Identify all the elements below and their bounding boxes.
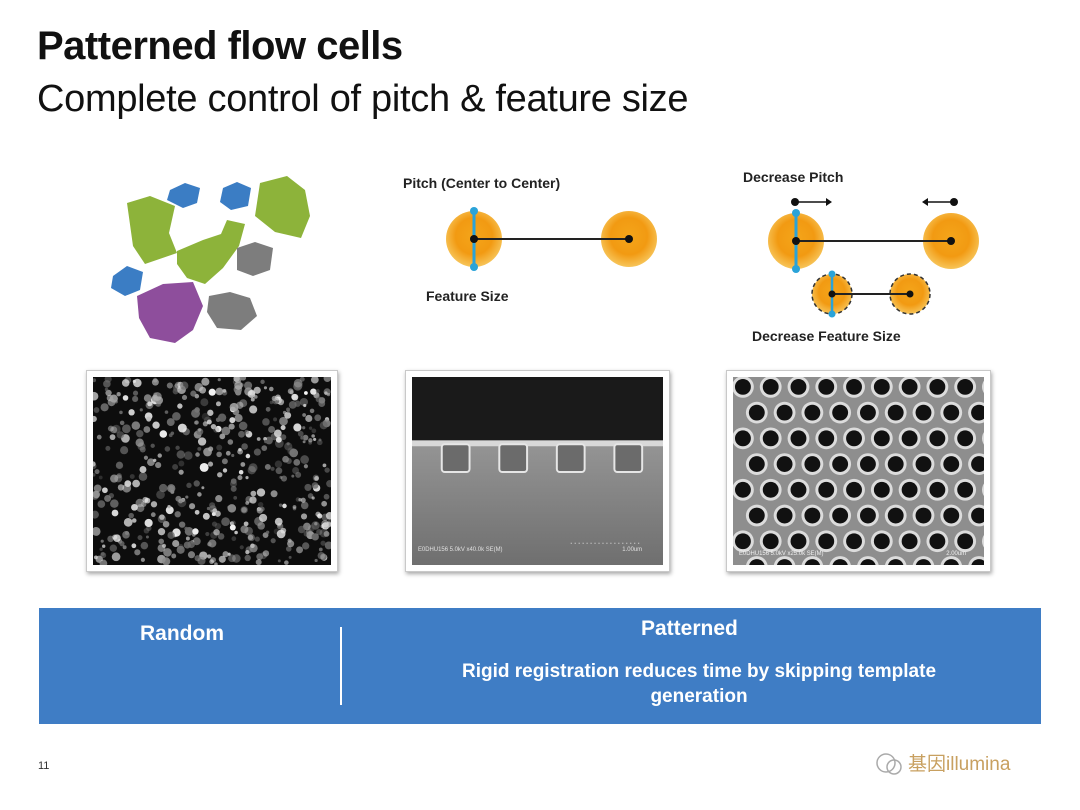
cluster-purple-1	[137, 282, 203, 343]
random-label: Random	[140, 622, 224, 645]
sem-caption: E0DHU156 5.0kV x25.0k SE(M)	[739, 551, 824, 557]
sem-scale: 2.00um	[946, 551, 966, 557]
cluster-gray-1	[237, 242, 273, 276]
pitch-diagram	[446, 207, 657, 271]
decrease-feature-size-label: Decrease Feature Size	[752, 328, 901, 344]
decrease-diagram	[768, 198, 979, 318]
random-clusters-illustration	[111, 176, 310, 343]
watermark-logo: 基因illumina	[876, 753, 1011, 775]
cluster-green-2	[255, 176, 310, 238]
slide-subtitle: Complete control of pitch & feature size	[37, 78, 689, 120]
sem-cross-section-image: E0DHU156 5.0kV x40.0k SE(M) 1.00um	[405, 370, 670, 572]
comparison-banner: Random Patterned Rigid registration redu…	[39, 608, 1041, 724]
sem-caption: E0DHU156 5.0kV x40.0k SE(M)	[418, 547, 503, 553]
pitch-label: Pitch (Center to Center)	[403, 175, 561, 191]
sem-scale: 1.00um	[622, 547, 642, 553]
decrease-pitch-label: Decrease Pitch	[743, 169, 844, 185]
banner-divider	[340, 627, 342, 705]
cluster-green-1	[127, 196, 177, 264]
svg-text:基因illumina: 基因illumina	[908, 753, 1011, 775]
patterned-label: Patterned	[641, 617, 738, 640]
random-clusters-image	[86, 370, 338, 572]
cluster-blue-1	[167, 183, 200, 208]
patterned-description: Rigid registration reduces time by skipp…	[461, 661, 937, 707]
cluster-green-3	[177, 220, 245, 284]
slide-title: Patterned flow cells	[37, 24, 403, 68]
cluster-blue-2	[220, 182, 251, 210]
cluster-blue-3	[111, 266, 143, 296]
feature-size-label: Feature Size	[426, 288, 509, 304]
cluster-gray-2	[207, 292, 257, 330]
page-number: 11	[38, 760, 50, 772]
patterned-wells-image: E0DHU156 5.0kV x25.0k SE(M) 2.00um	[726, 370, 991, 572]
